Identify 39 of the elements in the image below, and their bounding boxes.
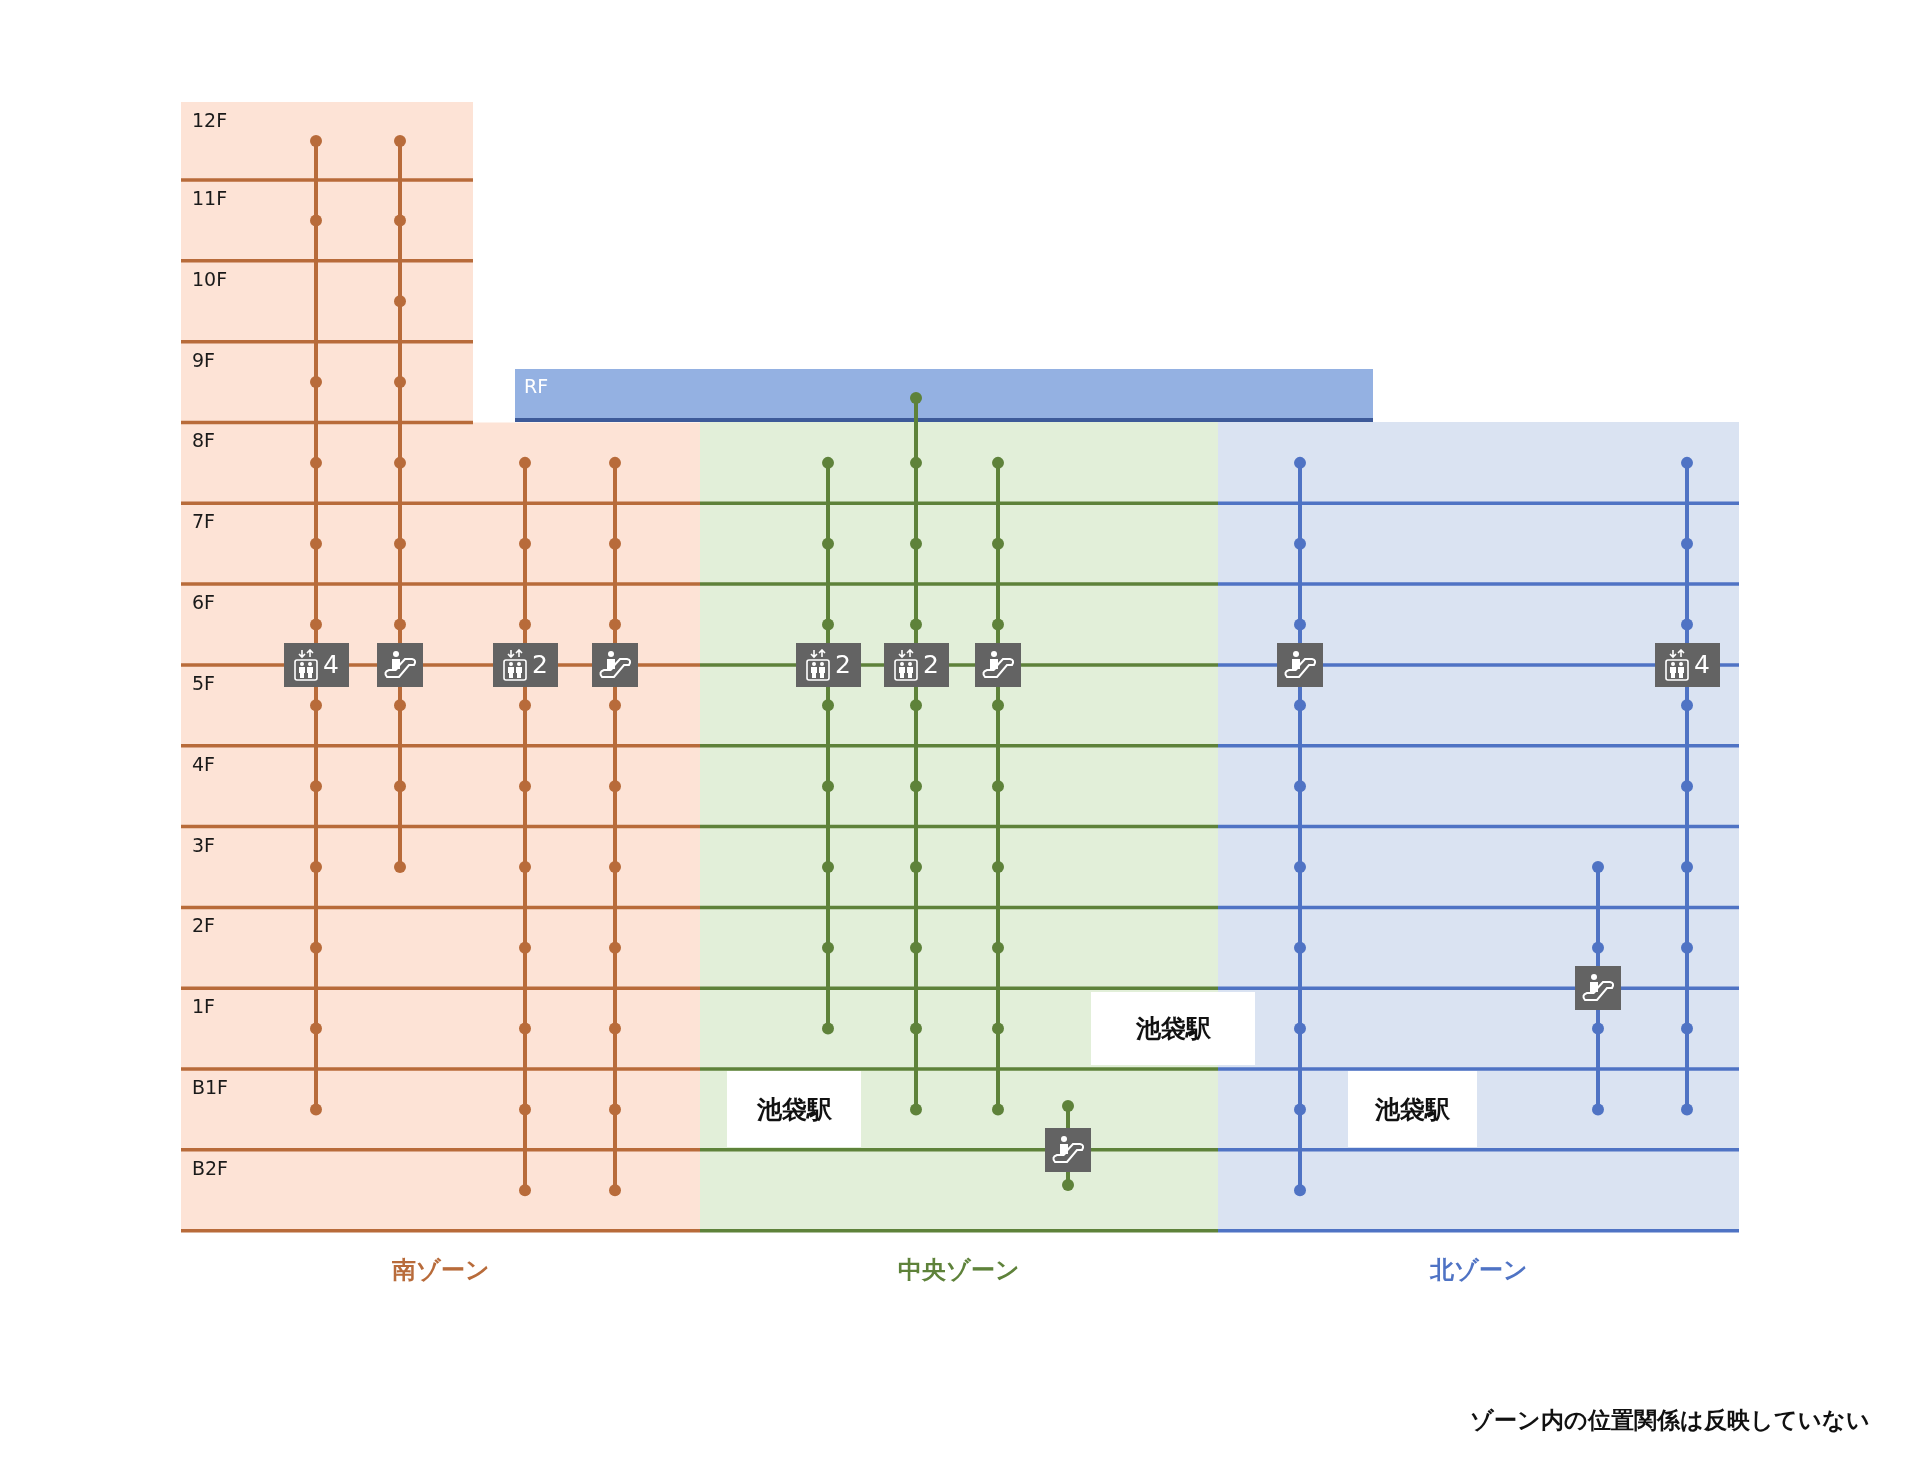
floor-label: RF	[524, 377, 549, 396]
elevator-sign	[283, 642, 349, 687]
elevator-sign	[883, 642, 949, 687]
zone-name: 南ゾーン	[391, 1258, 490, 1282]
floor-label: 7F	[192, 512, 216, 532]
elevator-count: 2	[923, 652, 939, 678]
escalator-sign	[1277, 642, 1323, 687]
escalator-sign	[1575, 966, 1621, 1011]
roof-floor-band	[515, 369, 1373, 422]
floor-label: 4F	[192, 754, 216, 774]
floor-label: 6F	[192, 593, 216, 613]
elevator-count: 4	[1694, 652, 1710, 678]
floor-label: 2F	[192, 916, 216, 936]
elevator-sign	[795, 642, 861, 687]
floor-label: 10F	[192, 269, 228, 289]
station-sign: 池袋駅	[1091, 992, 1255, 1065]
zone-name: 北ゾーン	[1429, 1258, 1528, 1282]
floor-label: 9F	[192, 350, 216, 370]
footnote: ゾーン内の位置関係は反映していない	[1470, 1406, 1870, 1435]
elevator-count: 2	[532, 652, 548, 678]
escalator-sign	[975, 642, 1021, 687]
escalator-sign	[1045, 1127, 1091, 1172]
floor-label: 12F	[192, 110, 228, 130]
elevator-sign	[492, 642, 558, 687]
floor-label: B1F	[192, 1078, 229, 1097]
elevator-sign	[1654, 642, 1720, 687]
floor-label: 1F	[192, 997, 216, 1017]
escalator-sign	[377, 642, 423, 687]
floor-label: 5F	[192, 673, 216, 693]
station-sign: 池袋駅	[1348, 1071, 1477, 1147]
zone-name: 中央ゾーン	[898, 1258, 1020, 1282]
floor-label: B2F	[192, 1158, 229, 1178]
elevator-count: 4	[323, 652, 339, 678]
floor-label: 3F	[192, 835, 216, 855]
escalator-sign	[592, 642, 638, 687]
floor-label: 11F	[192, 189, 228, 208]
station-sign: 池袋駅	[727, 1071, 861, 1147]
elevator-count: 2	[835, 652, 851, 678]
floor-label: 8F	[192, 431, 216, 451]
